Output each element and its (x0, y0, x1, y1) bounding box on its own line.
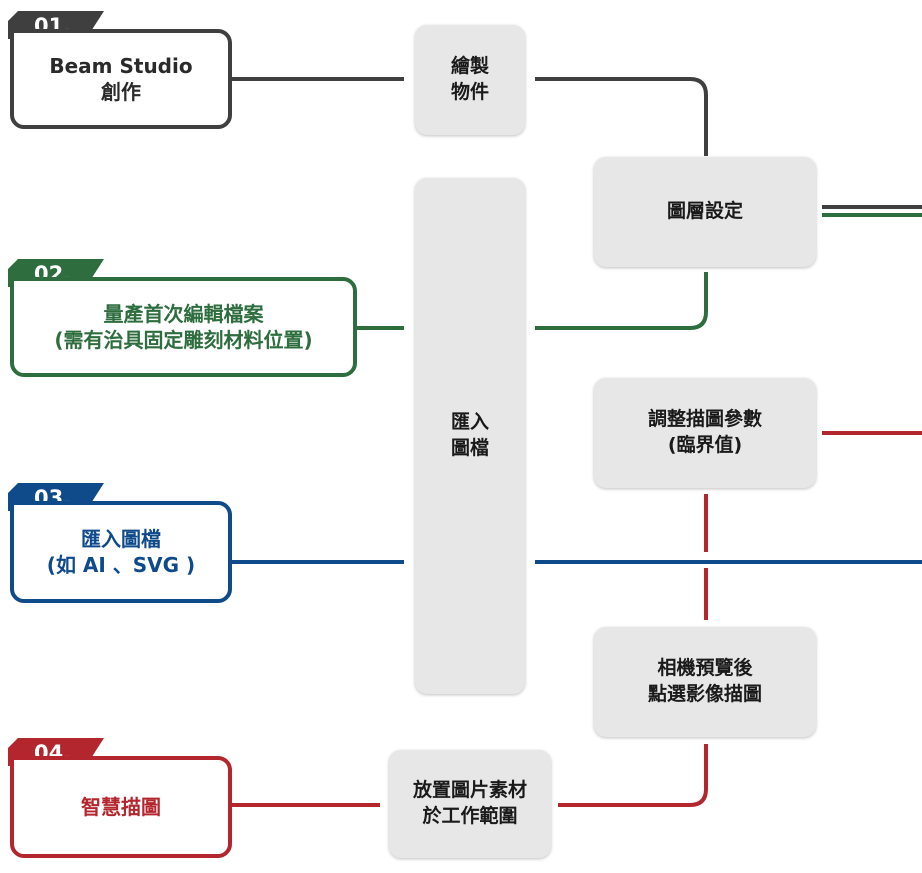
step-layer-line-1: 圖層設定 (666, 200, 743, 223)
source-2-line-2: (需有治具固定雕刻材料位置) (54, 328, 313, 352)
source-3-line-1: 匯入圖檔 (81, 527, 161, 551)
step-layer-settings: 圖層設定 (594, 157, 816, 267)
step-place-line-2: 於工作範圍 (422, 805, 518, 827)
step-place-line-1: 放置圖片素材 (412, 779, 527, 802)
source-1-line-1: Beam Studio (49, 54, 193, 78)
connector-red-2 (558, 744, 708, 807)
connector-gray-2 (535, 77, 708, 156)
source-4-card: 智慧描圖 (10, 756, 232, 858)
step-draw-object: 繪製 物件 (415, 25, 525, 135)
source-3-line-2: (如 AI 、SVG ) (46, 553, 196, 577)
source-2-line-1: 量產首次編輯檔案 (103, 302, 264, 326)
step-camera-line-2: 點選影像描圖 (647, 683, 762, 705)
step-draw-line-1: 繪製 (450, 55, 489, 78)
source-3-card: 匯入圖檔 (如 AI 、SVG ) (10, 501, 232, 603)
step-import-line-1: 匯入 (450, 411, 489, 434)
step-draw-line-2: 物件 (450, 81, 489, 103)
step-camera-line-1: 相機預覽後 (657, 657, 753, 680)
step-import-line-2: 圖檔 (450, 437, 489, 459)
source-4-line-1: 智慧描圖 (81, 795, 161, 819)
step-trace-line-1: 調整描圖參數 (647, 408, 762, 431)
step-import-file: 匯入 圖檔 (415, 178, 525, 694)
connector-green-2 (535, 272, 708, 330)
step-camera-preview: 相機預覽後 點選影像描圖 (594, 627, 816, 737)
step-adjust-trace: 調整描圖參數 (臨界值) (594, 378, 816, 488)
source-2-card: 量產首次編輯檔案 (需有治具固定雕刻材料位置) (10, 277, 357, 377)
source-1-card: Beam Studio 創作 (10, 29, 232, 129)
source-1-line-2: 創作 (101, 80, 141, 104)
step-trace-line-2: (臨界值) (667, 434, 743, 456)
step-place-image: 放置圖片素材 於工作範圍 (389, 750, 551, 858)
